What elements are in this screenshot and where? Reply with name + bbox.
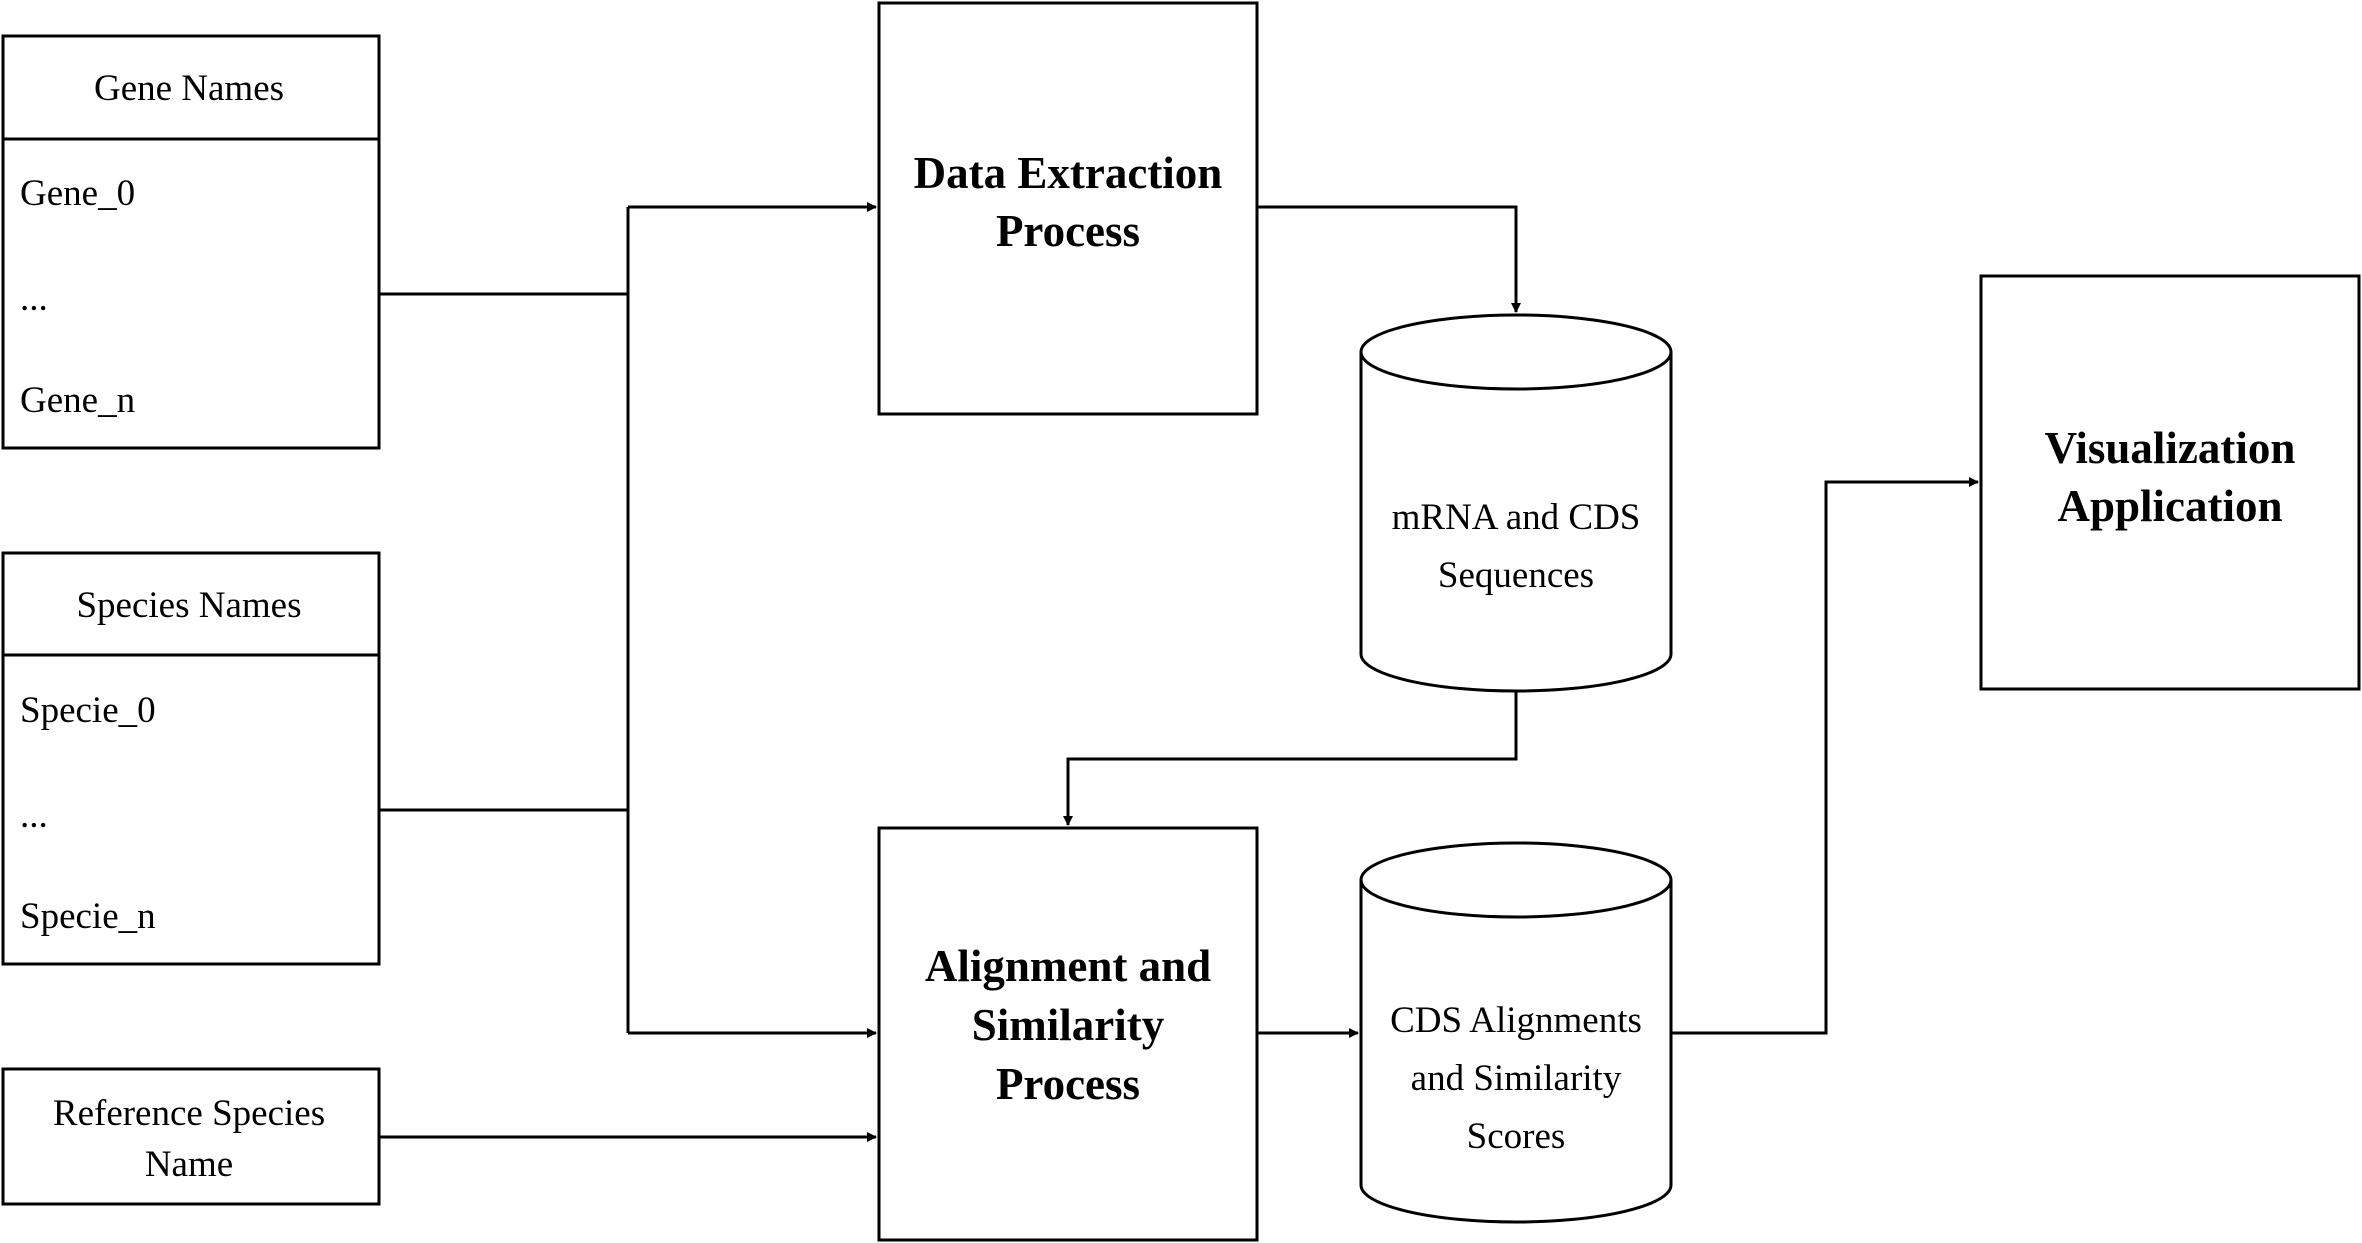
species-names-list: Species Names Specie_0 ... Specie_n xyxy=(1,551,381,966)
gene-names-list: Gene Names Gene_0 ... Gene_n xyxy=(1,34,381,450)
mrna-cds-line-1: mRNA and CDS xyxy=(1392,497,1641,538)
species-item-ellipsis: ... xyxy=(20,795,48,836)
cds-alignments-line-1: CDS Alignments xyxy=(1390,1000,1642,1041)
species-item-last: Specie_n xyxy=(20,896,156,937)
alignment-process-line-1: Alignment and xyxy=(925,941,1211,991)
gene-names-header: Gene Names xyxy=(94,68,284,109)
gene-item-first: Gene_0 xyxy=(20,173,135,214)
reference-species-line-2: Name xyxy=(145,1144,233,1185)
mrna-cds-sequences-store: mRNA and CDS Sequences xyxy=(1359,313,1673,693)
visualization-application: Visualization Application xyxy=(1979,274,2361,691)
species-names-header: Species Names xyxy=(76,585,301,626)
data-extraction-process: Data Extraction Process xyxy=(877,1,1259,416)
arrow-extraction-to-sequences xyxy=(1257,205,1521,313)
cds-alignments-line-3: Scores xyxy=(1467,1116,1566,1157)
arrow-scores-to-visualization xyxy=(1671,477,1979,1035)
data-extraction-line-2: Process xyxy=(996,206,1140,256)
alignment-similarity-process: Alignment and Similarity Process xyxy=(877,826,1259,1242)
alignment-process-line-2: Similarity xyxy=(972,1000,1165,1050)
gene-item-last: Gene_n xyxy=(20,380,135,421)
gene-item-ellipsis: ... xyxy=(20,278,48,319)
cds-alignments-line-2: and Similarity xyxy=(1411,1058,1622,1099)
arrow-sequences-to-alignment xyxy=(1063,691,1518,826)
alignment-process-line-3: Process xyxy=(996,1059,1140,1109)
visualization-line-2: Application xyxy=(2057,481,2282,531)
cds-alignments-store: CDS Alignments and Similarity Scores xyxy=(1359,841,1673,1224)
reference-species-line-1: Reference Species xyxy=(53,1093,325,1134)
species-item-first: Specie_0 xyxy=(20,690,156,731)
reference-species-box: Reference Species Name xyxy=(1,1067,381,1206)
visualization-line-1: Visualization xyxy=(2045,423,2296,473)
data-extraction-line-1: Data Extraction xyxy=(914,148,1223,198)
mrna-cds-line-2: Sequences xyxy=(1438,555,1594,596)
